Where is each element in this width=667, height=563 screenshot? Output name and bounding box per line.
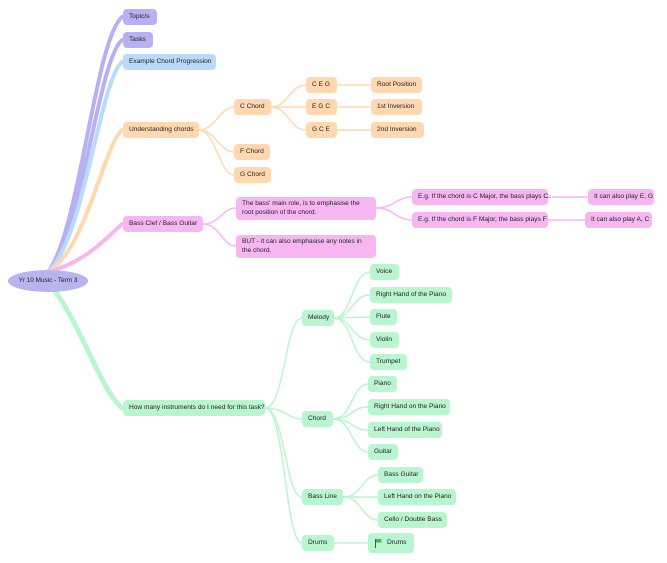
- node-bass-clef[interactable]: Bass Clef / Bass Guitar: [123, 216, 203, 232]
- node-tasks[interactable]: Tasks: [123, 32, 153, 48]
- node-eg-c-major[interactable]: E.g. If the chord is C Major, the bass p…: [412, 189, 550, 205]
- node-eg-f-major[interactable]: E.g. If the chord is F Major, the bass p…: [412, 212, 548, 228]
- node-f-chord[interactable]: F Chord: [234, 144, 270, 160]
- node-flute[interactable]: Flute: [370, 309, 397, 325]
- connector-chords: [46, 128, 124, 274]
- drums-leaf-label: Drums: [387, 538, 407, 546]
- node-piano[interactable]: Piano: [368, 376, 397, 392]
- node-voice[interactable]: Voice: [370, 264, 399, 280]
- node-c-chord[interactable]: C Chord: [234, 99, 271, 115]
- node-right-hand-on-piano[interactable]: Right Hand on the Piano: [368, 399, 450, 415]
- connector-bass: [46, 222, 124, 274]
- connector-example: [46, 60, 124, 274]
- node-bass-role[interactable]: The bass' main role, is to emphasise the…: [236, 197, 376, 220]
- node-ceg[interactable]: C E G: [306, 77, 337, 93]
- node-example-chord-progression[interactable]: Example Chord Progression: [123, 54, 216, 70]
- node-1st-inversion[interactable]: 1st Inversion: [371, 99, 422, 115]
- node-bass-guitar[interactable]: Bass Guitar: [378, 467, 423, 483]
- node-left-hand-on-piano[interactable]: Left Hand on the Piano: [378, 489, 456, 505]
- node-also-ac[interactable]: It can also play A, C: [585, 212, 652, 228]
- node-gce[interactable]: G C E: [306, 122, 337, 138]
- node-drums[interactable]: Drums: [302, 535, 334, 551]
- node-how-many-instruments[interactable]: How many instruments do I need for this …: [123, 400, 265, 416]
- node-drums-leaf[interactable]: Drums: [368, 533, 414, 553]
- node-root-position[interactable]: Root Position: [371, 77, 422, 93]
- root-node[interactable]: Yr 10 Music - Term 3: [8, 270, 88, 292]
- node-2nd-inversion[interactable]: 2nd Inversion: [371, 122, 424, 138]
- node-topics[interactable]: Topic/s: [123, 9, 157, 25]
- node-also-eg[interactable]: It can also play E, G: [588, 189, 654, 205]
- node-egc[interactable]: E G C: [306, 99, 337, 115]
- node-bass-line[interactable]: Bass Line: [302, 489, 343, 505]
- node-violin[interactable]: Violin: [370, 332, 399, 348]
- flag-icon: [374, 538, 382, 548]
- node-cello-double-bass[interactable]: Cello / Double Bass: [378, 512, 447, 528]
- node-g-chord[interactable]: G Chord: [234, 167, 271, 183]
- node-left-hand-of-piano[interactable]: Left Hand of the Piano: [368, 422, 442, 438]
- connector-instruments: [45, 279, 125, 411]
- node-chord[interactable]: Chord: [302, 411, 333, 427]
- node-guitar[interactable]: Guitar: [368, 444, 398, 460]
- node-right-hand-of-piano[interactable]: Right Hand of the Piano: [370, 287, 452, 303]
- node-trumpet[interactable]: Trumpet: [370, 354, 407, 370]
- node-bass-but[interactable]: BUT - it can also emphasise any notes in…: [236, 235, 376, 258]
- node-melody[interactable]: Melody: [302, 310, 334, 326]
- node-understanding-chords[interactable]: Understanding chords: [123, 122, 199, 138]
